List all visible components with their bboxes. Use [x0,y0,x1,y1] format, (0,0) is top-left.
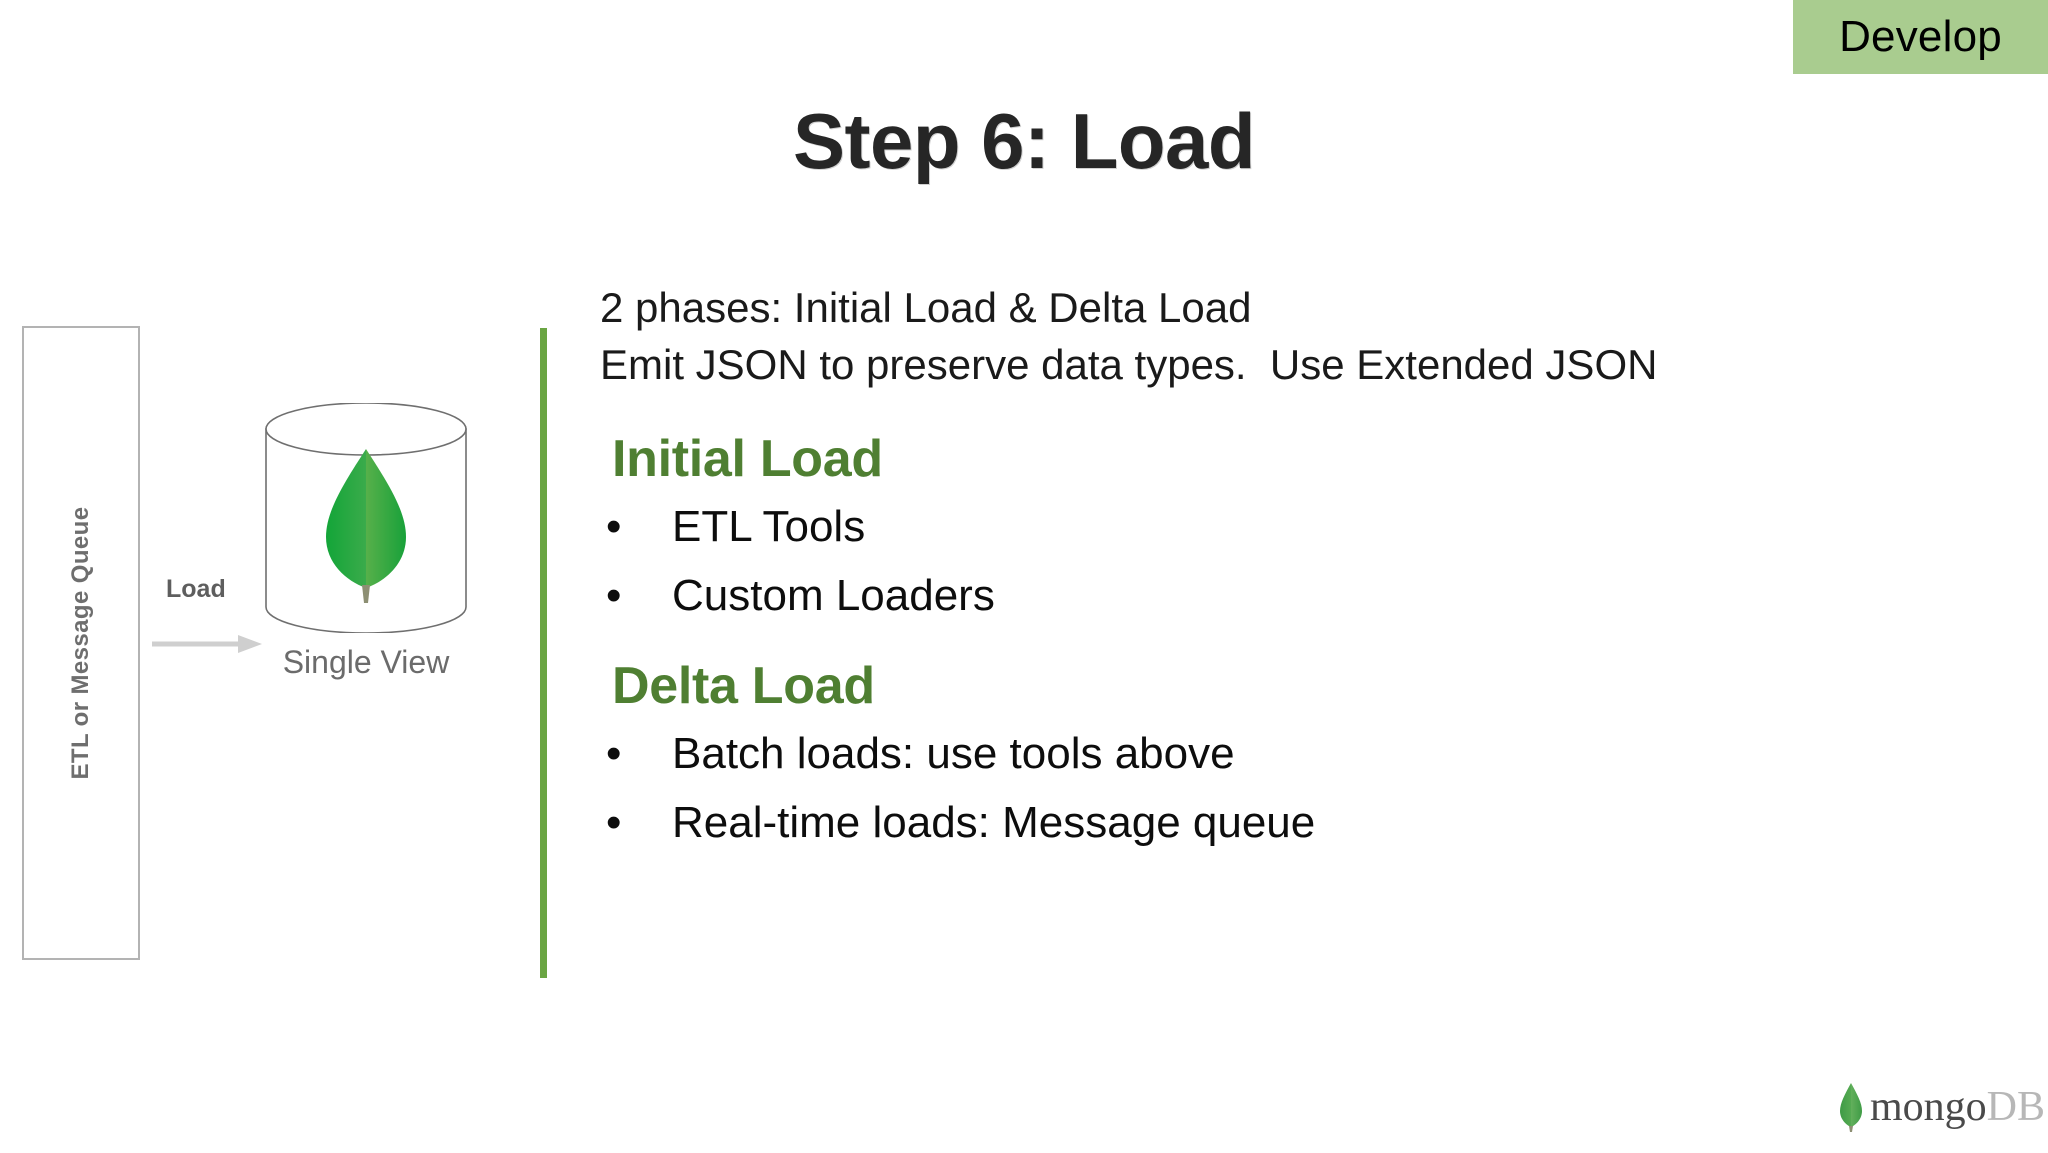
develop-badge-label: Develop [1839,12,2002,61]
content-column: 2 phases: Initial Load & Delta Load Emit… [600,280,2020,867]
etl-queue-box-label: ETL or Message Queue [67,506,94,780]
bullet-dot-icon: • [606,729,622,779]
mongodb-logo: mongoDB [1838,1078,2045,1136]
bullet-text: Real-time loads: Message queue [672,797,1316,847]
bullet-list-delta-load: • Batch loads: use tools above • Real-ti… [600,729,2020,847]
bullet-text: Custom Loaders [672,570,995,620]
list-item: • ETL Tools [600,502,2020,552]
list-item: • Custom Loaders [600,570,2020,620]
section-heading-initial-load: Initial Load [612,430,883,489]
bullet-dot-icon: • [606,797,622,847]
right-arrow-icon [152,635,262,653]
bullet-list-initial-load: • ETL Tools • Custom Loaders [600,502,2020,620]
intro-line-1: 2 phases: Initial Load & Delta Load [600,284,1252,331]
load-arrow-group: Load [152,575,264,670]
bullet-text: Batch loads: use tools above [672,729,1235,779]
mongodb-wordmark: mongoDB [1870,1086,2045,1128]
single-view-label: Single View [282,644,450,680]
section-heading-delta-load: Delta Load [612,657,875,716]
list-item: • Batch loads: use tools above [600,729,2020,779]
bullet-dot-icon: • [606,502,622,552]
develop-badge: Develop [1793,0,2048,74]
green-accent-rule [540,328,547,978]
intro-line-2: Emit JSON to preserve data types. Use Ex… [600,340,1658,388]
bullet-text: ETL Tools [672,502,866,552]
mongodb-leaf-icon [1840,1083,1862,1132]
etl-queue-box: ETL or Message Queue [22,326,140,960]
single-view-database [262,403,470,633]
page-title: Step 6: Load [792,97,1256,185]
mongodb-wordmark-secondary: DB [1986,1084,2046,1130]
load-flow-diagram: ETL or Message Queue Load [0,300,520,1000]
mongodb-leaf-icon [318,445,414,605]
bullet-dot-icon: • [606,570,622,620]
list-item: • Real-time loads: Message queue [600,797,2020,847]
load-arrow-label: Load [166,575,226,603]
mongodb-wordmark-primary: mongo [1870,1084,1987,1130]
